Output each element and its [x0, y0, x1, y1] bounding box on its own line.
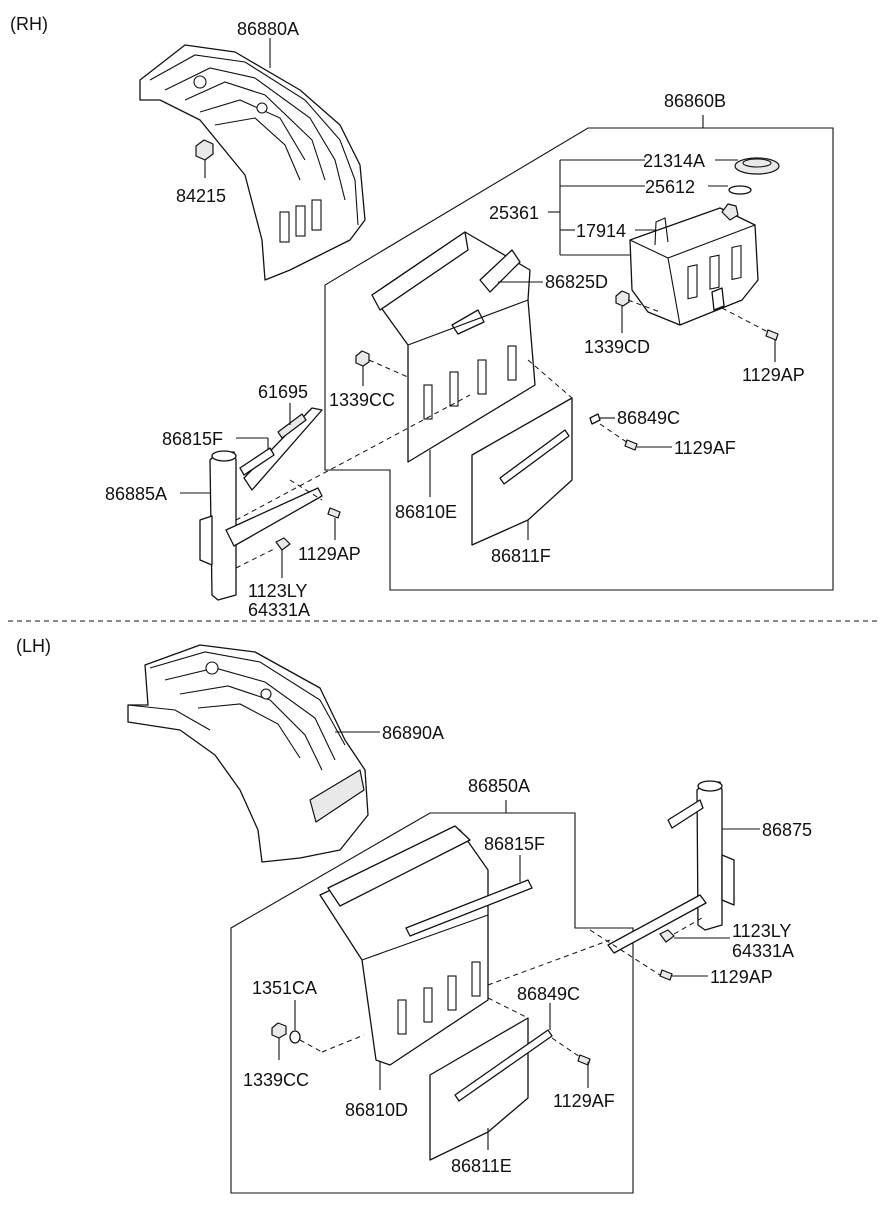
- section-label-lh: (LH): [16, 636, 51, 656]
- cap-21314A: [734, 157, 780, 175]
- leader-1339CC-rh-dash: [368, 359, 411, 379]
- label-1129AF-rh: 1129AF: [674, 438, 736, 458]
- mudflap-86811F: [471, 397, 573, 546]
- label-86875: 86875: [762, 820, 812, 840]
- label-86849C-rh: 86849C: [617, 408, 680, 428]
- label-86849C-lh: 86849C: [517, 984, 580, 1004]
- label-86811E: 86811E: [451, 1156, 512, 1176]
- bolt-1123LY-lh: [659, 929, 730, 943]
- label-1339CD: 1339CD: [584, 337, 650, 357]
- label-25612: 25612: [645, 177, 695, 197]
- alignment-dash-lh-2: [487, 939, 611, 986]
- label-86811F: 86811F: [491, 546, 551, 566]
- label-1129AP-lh: 1129AP: [710, 967, 773, 987]
- label-86860B: 86860B: [664, 91, 726, 111]
- bolt-1129AF-rh: [624, 439, 672, 451]
- strip-61695: [277, 403, 307, 439]
- nut-84215: [195, 139, 214, 178]
- leader-1129AF-lh-dash: [551, 1037, 581, 1058]
- mudguard-86810D: [319, 825, 533, 1066]
- mudguard-86810E: [371, 231, 536, 463]
- washer-1351CA: [289, 1000, 301, 1044]
- alignment-dash-lh-1: [589, 929, 661, 976]
- leader-1339CD-dash: [627, 299, 661, 313]
- label-25361: 25361: [489, 203, 539, 223]
- bracket-25361: [548, 159, 738, 256]
- bolt-1129AP-lh: [659, 969, 708, 981]
- label-64331A-lh: 64331A: [732, 941, 794, 961]
- reservoir-tank: [629, 203, 759, 326]
- label-1351CA: 1351CA: [252, 978, 317, 998]
- leader-flap-dash: [527, 359, 573, 399]
- label-86880A: 86880A: [237, 19, 299, 39]
- label-1129AP-stay: 1129AP: [298, 544, 361, 564]
- leader-1123LY-lh-dash: [673, 917, 703, 935]
- nut-1339CD: [615, 290, 630, 333]
- label-86850A: 86850A: [468, 776, 530, 796]
- label-17914: 17914: [576, 221, 626, 241]
- strip-86849C-rh: [589, 413, 615, 425]
- label-64331A-rh: 64331A: [248, 600, 310, 620]
- label-86825D: 86825D: [545, 272, 608, 292]
- label-86890A: 86890A: [382, 723, 444, 743]
- mudflap-86811E: [429, 1017, 553, 1161]
- label-61695: 61695: [258, 382, 308, 402]
- bar-86815F-rh: [236, 437, 275, 476]
- nut-1339CC-rh: [355, 350, 370, 386]
- label-1129AP-tank: 1129AP: [742, 365, 805, 385]
- bolt-1123LY-rh: [275, 537, 291, 578]
- leader-washer-dash-2: [321, 1034, 365, 1053]
- leader-flap-lh-dash: [487, 997, 529, 1019]
- assembly-box-86860B: [324, 115, 834, 591]
- fender-liner-lh: [127, 644, 369, 863]
- alignment-dash-rh-2: [289, 479, 323, 501]
- label-86810D: 86810D: [345, 1100, 408, 1120]
- stay-86885A: [199, 407, 323, 601]
- label-1339CC-rh: 1339CC: [329, 390, 395, 410]
- label-1123LY-lh: 1123LY: [732, 921, 791, 941]
- fender-liner-rh: [139, 44, 366, 281]
- leader-tank-bolt: [721, 307, 769, 333]
- leader-1123LY-rh-dash: [235, 547, 277, 569]
- leader-washer-dash-1: [299, 1039, 323, 1053]
- label-86815F-rh: 86815F: [162, 429, 223, 449]
- assembly-box-86850A: [230, 800, 634, 1194]
- section-label-rh: (RH): [10, 14, 48, 34]
- bolt-1129AP-tank: [765, 329, 779, 362]
- label-1129AF-lh: 1129AF: [553, 1091, 615, 1111]
- label-86815F-lh: 86815F: [484, 834, 545, 854]
- bolt-1129AP-stay: [327, 507, 341, 540]
- stay-86875: [607, 780, 735, 954]
- label-21314A: 21314A: [643, 151, 705, 171]
- nut-1339CC-lh: [271, 1022, 287, 1060]
- label-86810E: 86810E: [395, 502, 457, 522]
- label-84215: 84215: [176, 186, 226, 206]
- leader-1129AF-dash: [599, 423, 629, 444]
- label-1339CC-lh: 1339CC: [243, 1070, 309, 1090]
- label-1123LY-rh: 1123LY: [248, 581, 307, 601]
- label-86885A: 86885A: [105, 484, 167, 504]
- ring-25612: [728, 185, 752, 195]
- bolt-1129AF-lh: [577, 1054, 591, 1088]
